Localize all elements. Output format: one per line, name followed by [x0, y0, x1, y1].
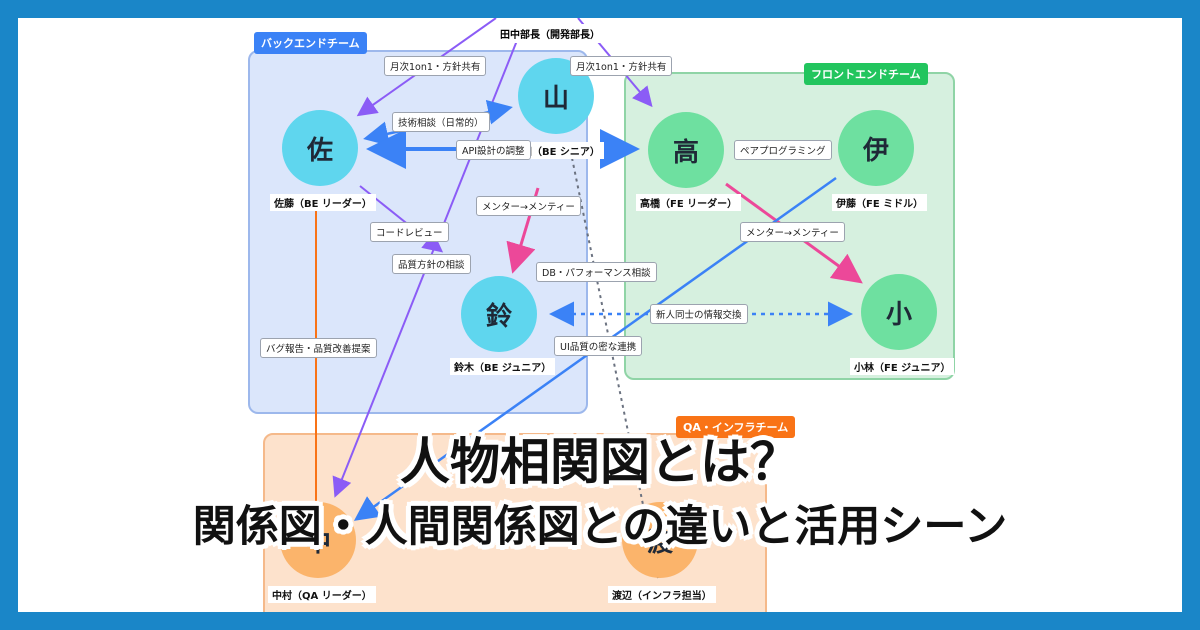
node-suzuki[interactable]: 鈴	[461, 276, 537, 352]
page-title: 人物相関図とは？	[400, 433, 800, 491]
edge-label-ui-quality: UI品質の密な連携	[554, 336, 643, 356]
edge-label-pair-programming: ペアプログラミング	[734, 140, 832, 160]
edge-label-code-review: コードレビュー	[370, 222, 449, 242]
diagram-canvas: バックエンドチーム フロントエンドチーム QA・インフラチーム 田中部長（開発部…	[18, 18, 1182, 612]
node-nakamura-name: 中村（QA リーダー）	[268, 586, 376, 603]
backend-team-label: バックエンドチーム	[254, 32, 367, 54]
node-kobayashi-name: 小林（FE ジュニア）	[850, 358, 955, 375]
edge-label-api-design: API設計の調整	[456, 140, 531, 160]
edge-label-quality-policy: 品質方針の相談	[392, 254, 471, 274]
edge-label-mentor-be: メンター→メンティー	[476, 196, 581, 216]
node-nakamura[interactable]: 中	[280, 502, 356, 578]
node-sato[interactable]: 佐	[282, 110, 358, 186]
edge-label-db-performance: DB・パフォーマンス相談	[536, 262, 657, 282]
node-watanabe-name: 渡辺（インフラ担当）	[608, 586, 716, 603]
frontend-team-label: フロントエンドチーム	[804, 63, 928, 85]
node-ito-name: 伊藤（FE ミドル）	[832, 194, 928, 211]
node-sato-name: 佐藤（BE リーダー）	[270, 194, 376, 211]
manager-node-label: 田中部長（開発部長）	[495, 24, 605, 43]
edge-label-bug-report: バグ報告・品質改善提案	[260, 338, 377, 358]
node-ito[interactable]: 伊	[838, 110, 914, 186]
edge-label-mentor-fe: メンター→メンティー	[740, 222, 845, 242]
edge-label-monthly-1on1-right: 月次1on1・方針共有	[570, 56, 673, 76]
edge-label-monthly-1on1-left: 月次1on1・方針共有	[384, 56, 487, 76]
node-takahashi-name: 高橋（FE リーダー）	[636, 194, 742, 211]
edge-label-newcomer-exchange: 新人同士の情報交換	[650, 304, 748, 324]
node-watanabe[interactable]: 渡	[622, 502, 698, 578]
qa-team-label: QA・インフラチーム	[676, 416, 796, 438]
node-takahashi[interactable]: 高	[648, 112, 724, 188]
node-suzuki-name: 鈴木（BE ジュニア）	[450, 358, 556, 375]
title-overlay: 人物相関図とは？ 関係図・人間関係図との違いと活用シーン	[18, 428, 1182, 558]
node-kobayashi[interactable]: 小	[861, 274, 937, 350]
edge-label-tech-consult: 技術相談（日常的）	[392, 112, 490, 132]
page-subtitle: 関係図・人間関係図との違いと活用シーン	[192, 502, 1008, 552]
node-yamada-name: 山田（BE シニア）	[508, 142, 604, 159]
